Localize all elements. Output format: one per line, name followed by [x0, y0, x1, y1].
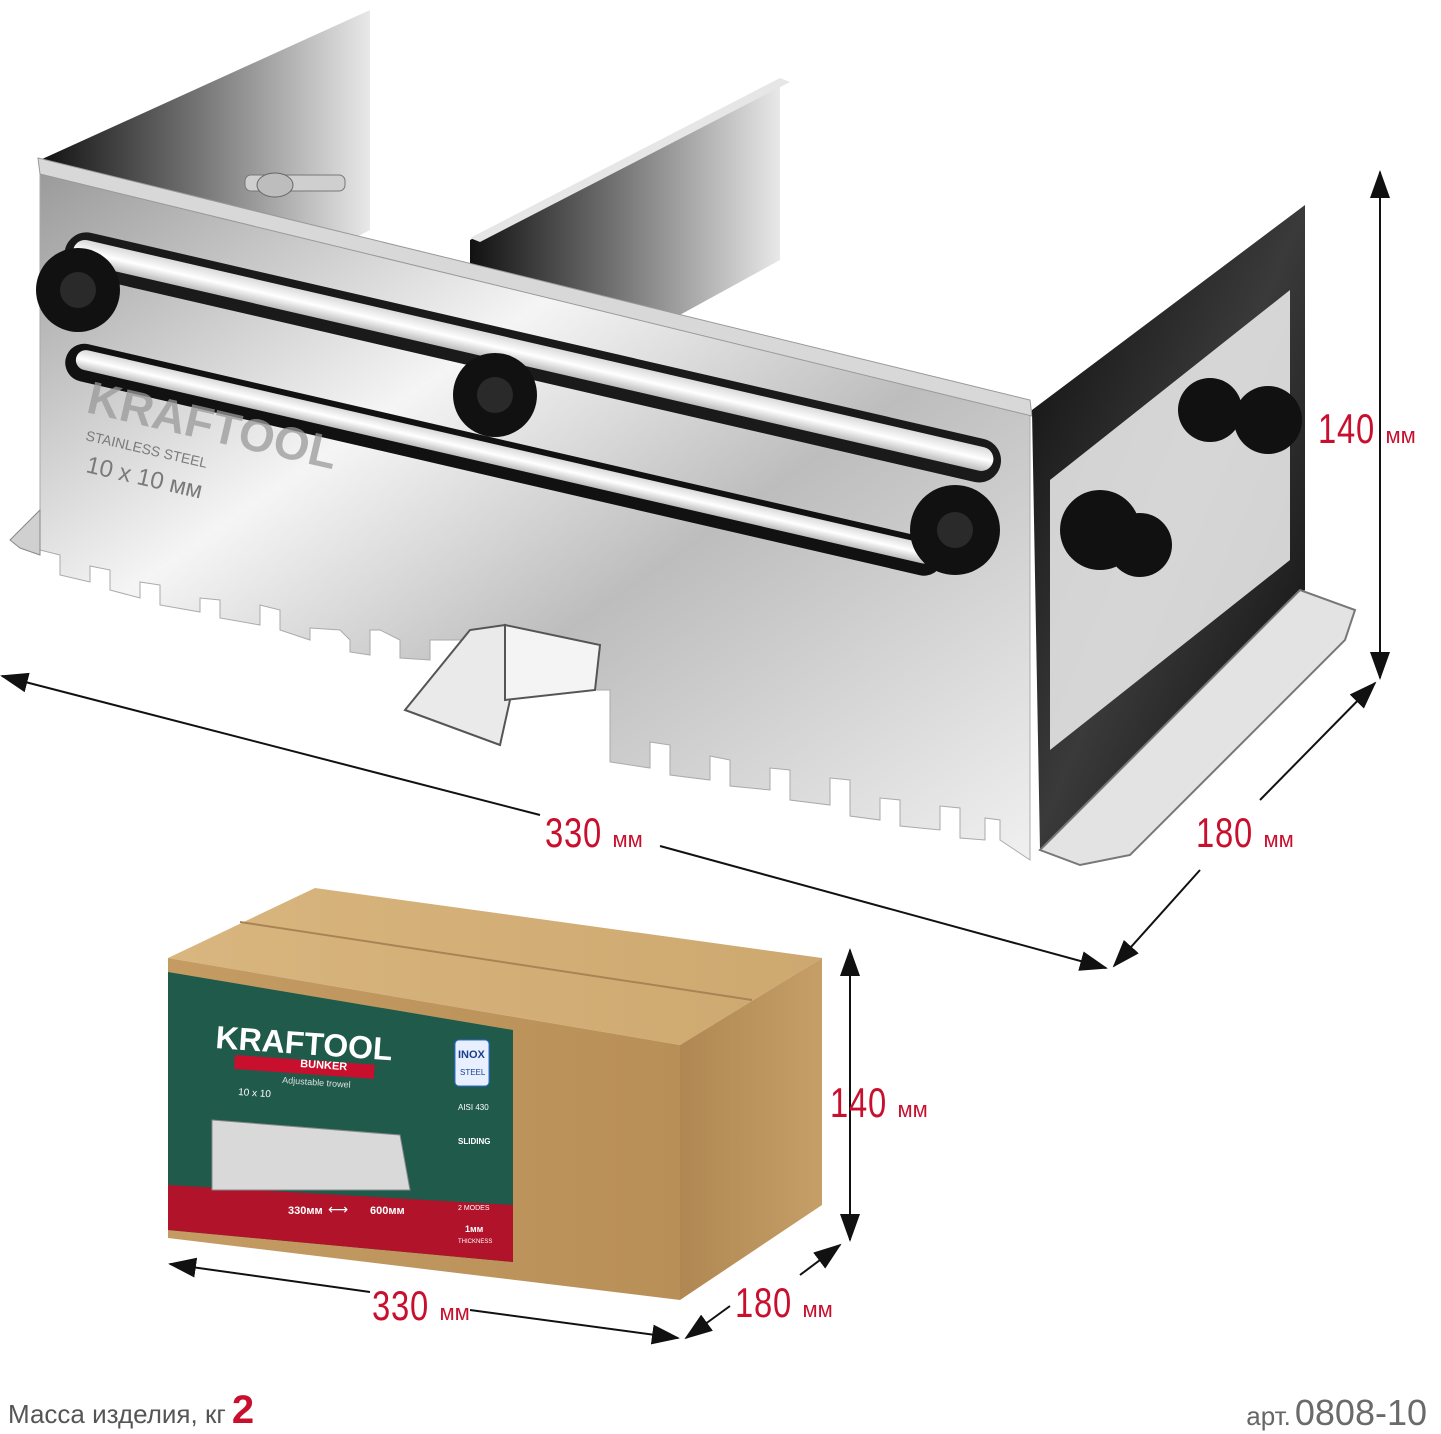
- wing-nut: [244, 172, 346, 198]
- label-sliding: SLIDING: [458, 1137, 490, 1146]
- label-series: BUNKER: [300, 1058, 348, 1073]
- trowel-length-value: 330: [545, 809, 603, 856]
- label-range-min: 330мм: [288, 1205, 323, 1217]
- box-height-label: 140 мм: [830, 1082, 928, 1124]
- box-length-label: 330 мм: [372, 1285, 470, 1327]
- label-inox-bottom: STEEL: [460, 1068, 486, 1077]
- length-arrow-left: [0, 672, 541, 816]
- divider-top-edge: [470, 78, 790, 242]
- box-length-value: 330: [372, 1282, 430, 1329]
- box-depth-value: 180: [735, 1279, 793, 1326]
- box-depth-arrow-upper: [799, 1243, 842, 1276]
- label-tooth-size: 10 x 10: [238, 1087, 272, 1100]
- box-length-unit: мм: [439, 1300, 470, 1325]
- trowel-height-label: 140 мм: [1318, 408, 1416, 450]
- label-thickness-text: THICKNESS: [458, 1239, 492, 1245]
- trowel-depth-label: 180 мм: [1196, 812, 1294, 854]
- box-height-unit: мм: [897, 1097, 928, 1122]
- lower-slot-inner: [75, 350, 934, 564]
- label-range-arrow: ⟷: [328, 1202, 348, 1218]
- label-range-max: 600мм: [370, 1205, 405, 1217]
- label-thickness-value: 1мм: [465, 1224, 484, 1234]
- trowel-height-unit: мм: [1385, 423, 1416, 448]
- label-inox-badge: [454, 1039, 490, 1087]
- left-flange: [9, 508, 41, 556]
- upper-slot-inner: [72, 239, 994, 471]
- side-knob-lower: [1060, 490, 1172, 577]
- box-depth-unit: мм: [802, 1297, 833, 1322]
- box-tape-seam: [239, 921, 753, 1001]
- knob-right: [910, 485, 1000, 575]
- trowel-length-label: 330 мм: [545, 812, 643, 854]
- weight-label: Масса изделия, кг: [8, 1399, 226, 1429]
- label-grade: AISI 430: [458, 1103, 489, 1112]
- weight-value: 2: [231, 1388, 255, 1432]
- box-side: [680, 958, 822, 1300]
- depth-arrow-lower: [1112, 869, 1201, 968]
- box-depth-label: 180 мм: [735, 1282, 833, 1324]
- article-info: арт.0808-10: [1246, 1392, 1427, 1434]
- depth-arrow-upper: [1259, 681, 1377, 801]
- knob-middle: [453, 353, 537, 437]
- trowel-height-value: 140: [1318, 405, 1376, 452]
- front-top-lip: [37, 157, 1033, 417]
- knob-left: [36, 248, 120, 332]
- box-length-arrow-right: [469, 1309, 680, 1345]
- trowel-depth-unit: мм: [1263, 827, 1294, 852]
- trowel-length-unit: мм: [612, 827, 643, 852]
- label-trowel-image: [211, 1119, 411, 1191]
- trowel-depth-value: 180: [1196, 809, 1254, 856]
- cardboard-box: KRAFTOOL BUNKER Adjustable trowel 10 x 1…: [168, 888, 822, 1300]
- label-subtitle: Adjustable trowel: [282, 1075, 351, 1090]
- box-depth-arrow-lower: [684, 1305, 731, 1340]
- article-label: арт.: [1246, 1401, 1291, 1431]
- label-modes: 2 MODES: [458, 1205, 490, 1212]
- box-top: [168, 888, 822, 1045]
- label-inox-top: INOX: [458, 1049, 486, 1061]
- article-value: 0808-10: [1294, 1392, 1427, 1433]
- right-base: [1038, 588, 1357, 867]
- length-arrow-right: [659, 845, 1108, 971]
- box-length-arrow-left: [168, 1257, 371, 1293]
- slider-clip: [403, 623, 602, 747]
- side-knob-upper: [1178, 378, 1302, 454]
- trowel: KRAFTOOL STAINLESS STEEL 10 x 10 мм: [9, 10, 1357, 867]
- box-height-value: 140: [830, 1079, 888, 1126]
- box-label: KRAFTOOL BUNKER Adjustable trowel 10 x 1…: [168, 972, 513, 1262]
